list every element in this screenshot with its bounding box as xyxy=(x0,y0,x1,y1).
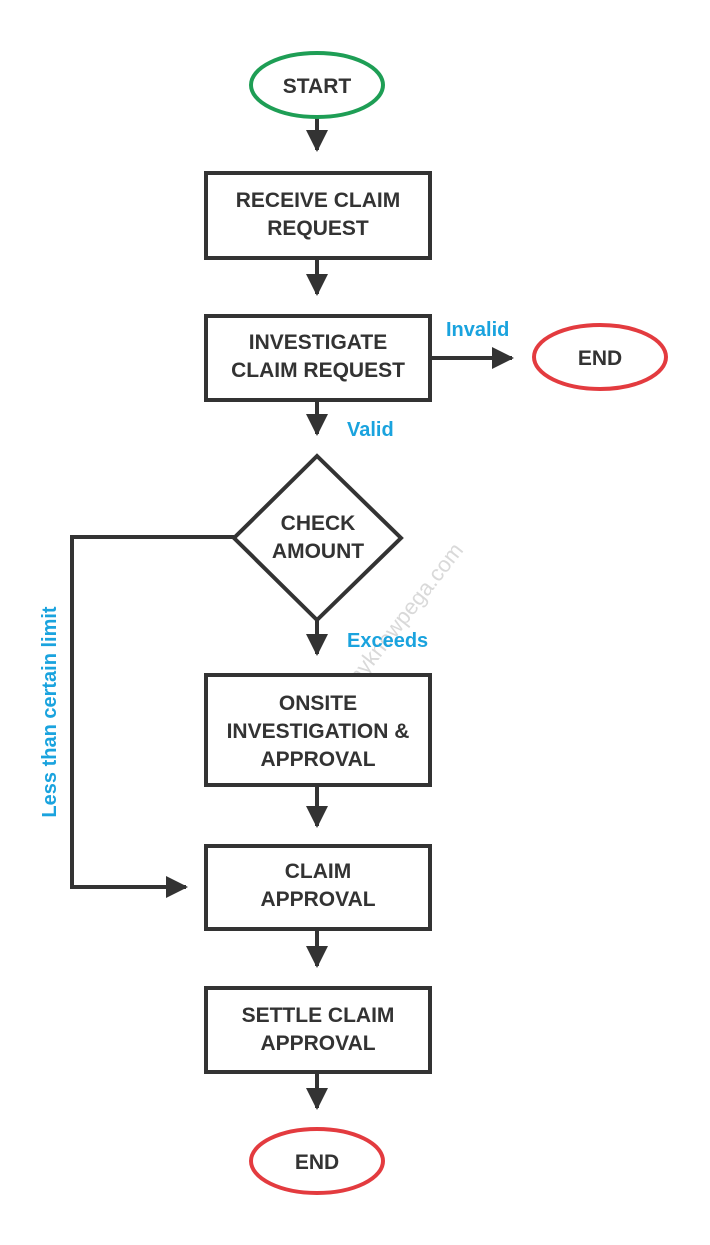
settle-claim-approval-line-1: SETTLE CLAIM xyxy=(242,1004,395,1027)
end-final-terminal: END xyxy=(249,1127,385,1195)
edge-label-valid: Valid xyxy=(347,419,394,441)
check-amount-decision: CHECK AMOUNT xyxy=(231,453,404,623)
claim-approval-line-1: CLAIM xyxy=(285,860,352,883)
end-final-terminal-shape xyxy=(249,1127,385,1195)
end-invalid-terminal-shape xyxy=(532,323,668,391)
investigate-claim-request-line-1: INVESTIGATE xyxy=(249,331,387,354)
end-invalid-terminal-label: END xyxy=(578,347,622,370)
onsite-investigation-line-2: INVESTIGATION & xyxy=(227,720,410,743)
investigate-claim-request-box: INVESTIGATE CLAIM REQUEST xyxy=(204,314,432,402)
claim-approval-shape xyxy=(204,844,432,931)
start-terminal: START xyxy=(249,51,385,119)
onsite-investigation-box: ONSITE INVESTIGATION & APPROVAL xyxy=(204,673,432,787)
receive-claim-request-shape xyxy=(204,171,432,260)
settle-claim-approval-line-2: APPROVAL xyxy=(260,1032,375,1055)
edge-label-less-than-certain-limit: Less than certain limit xyxy=(39,606,61,818)
investigate-claim-request-line-2: CLAIM REQUEST xyxy=(231,359,405,382)
receive-claim-request-line-2: REQUEST xyxy=(267,217,369,240)
start-terminal-label: START xyxy=(283,75,352,98)
settle-claim-approval-shape xyxy=(204,986,432,1074)
edge-label-invalid: Invalid xyxy=(446,319,509,341)
claim-approval-line-2: APPROVAL xyxy=(260,888,375,911)
onsite-investigation-shape xyxy=(204,673,432,787)
receive-claim-request-line-1: RECEIVE CLAIM xyxy=(236,189,401,212)
settle-claim-approval-box: SETTLE CLAIM APPROVAL xyxy=(204,986,432,1074)
check-amount-line-1: CHECK xyxy=(281,512,356,535)
edge-check-to-approval-bypass xyxy=(70,535,234,898)
end-final-terminal-label: END xyxy=(295,1151,339,1174)
check-amount-line-2: AMOUNT xyxy=(272,540,364,563)
onsite-investigation-line-1: ONSITE xyxy=(279,692,357,715)
claim-approval-box: CLAIM APPROVAL xyxy=(204,844,432,931)
edge-label-exceeds: Exceeds xyxy=(347,630,428,652)
start-terminal-shape xyxy=(249,51,385,119)
investigate-claim-request-shape xyxy=(204,314,432,402)
receive-claim-request-box: RECEIVE CLAIM REQUEST xyxy=(204,171,432,260)
check-amount-decision-shape xyxy=(231,453,404,623)
onsite-investigation-line-3: APPROVAL xyxy=(260,748,375,771)
connectors xyxy=(70,118,514,1110)
end-invalid-terminal: END xyxy=(532,323,668,391)
